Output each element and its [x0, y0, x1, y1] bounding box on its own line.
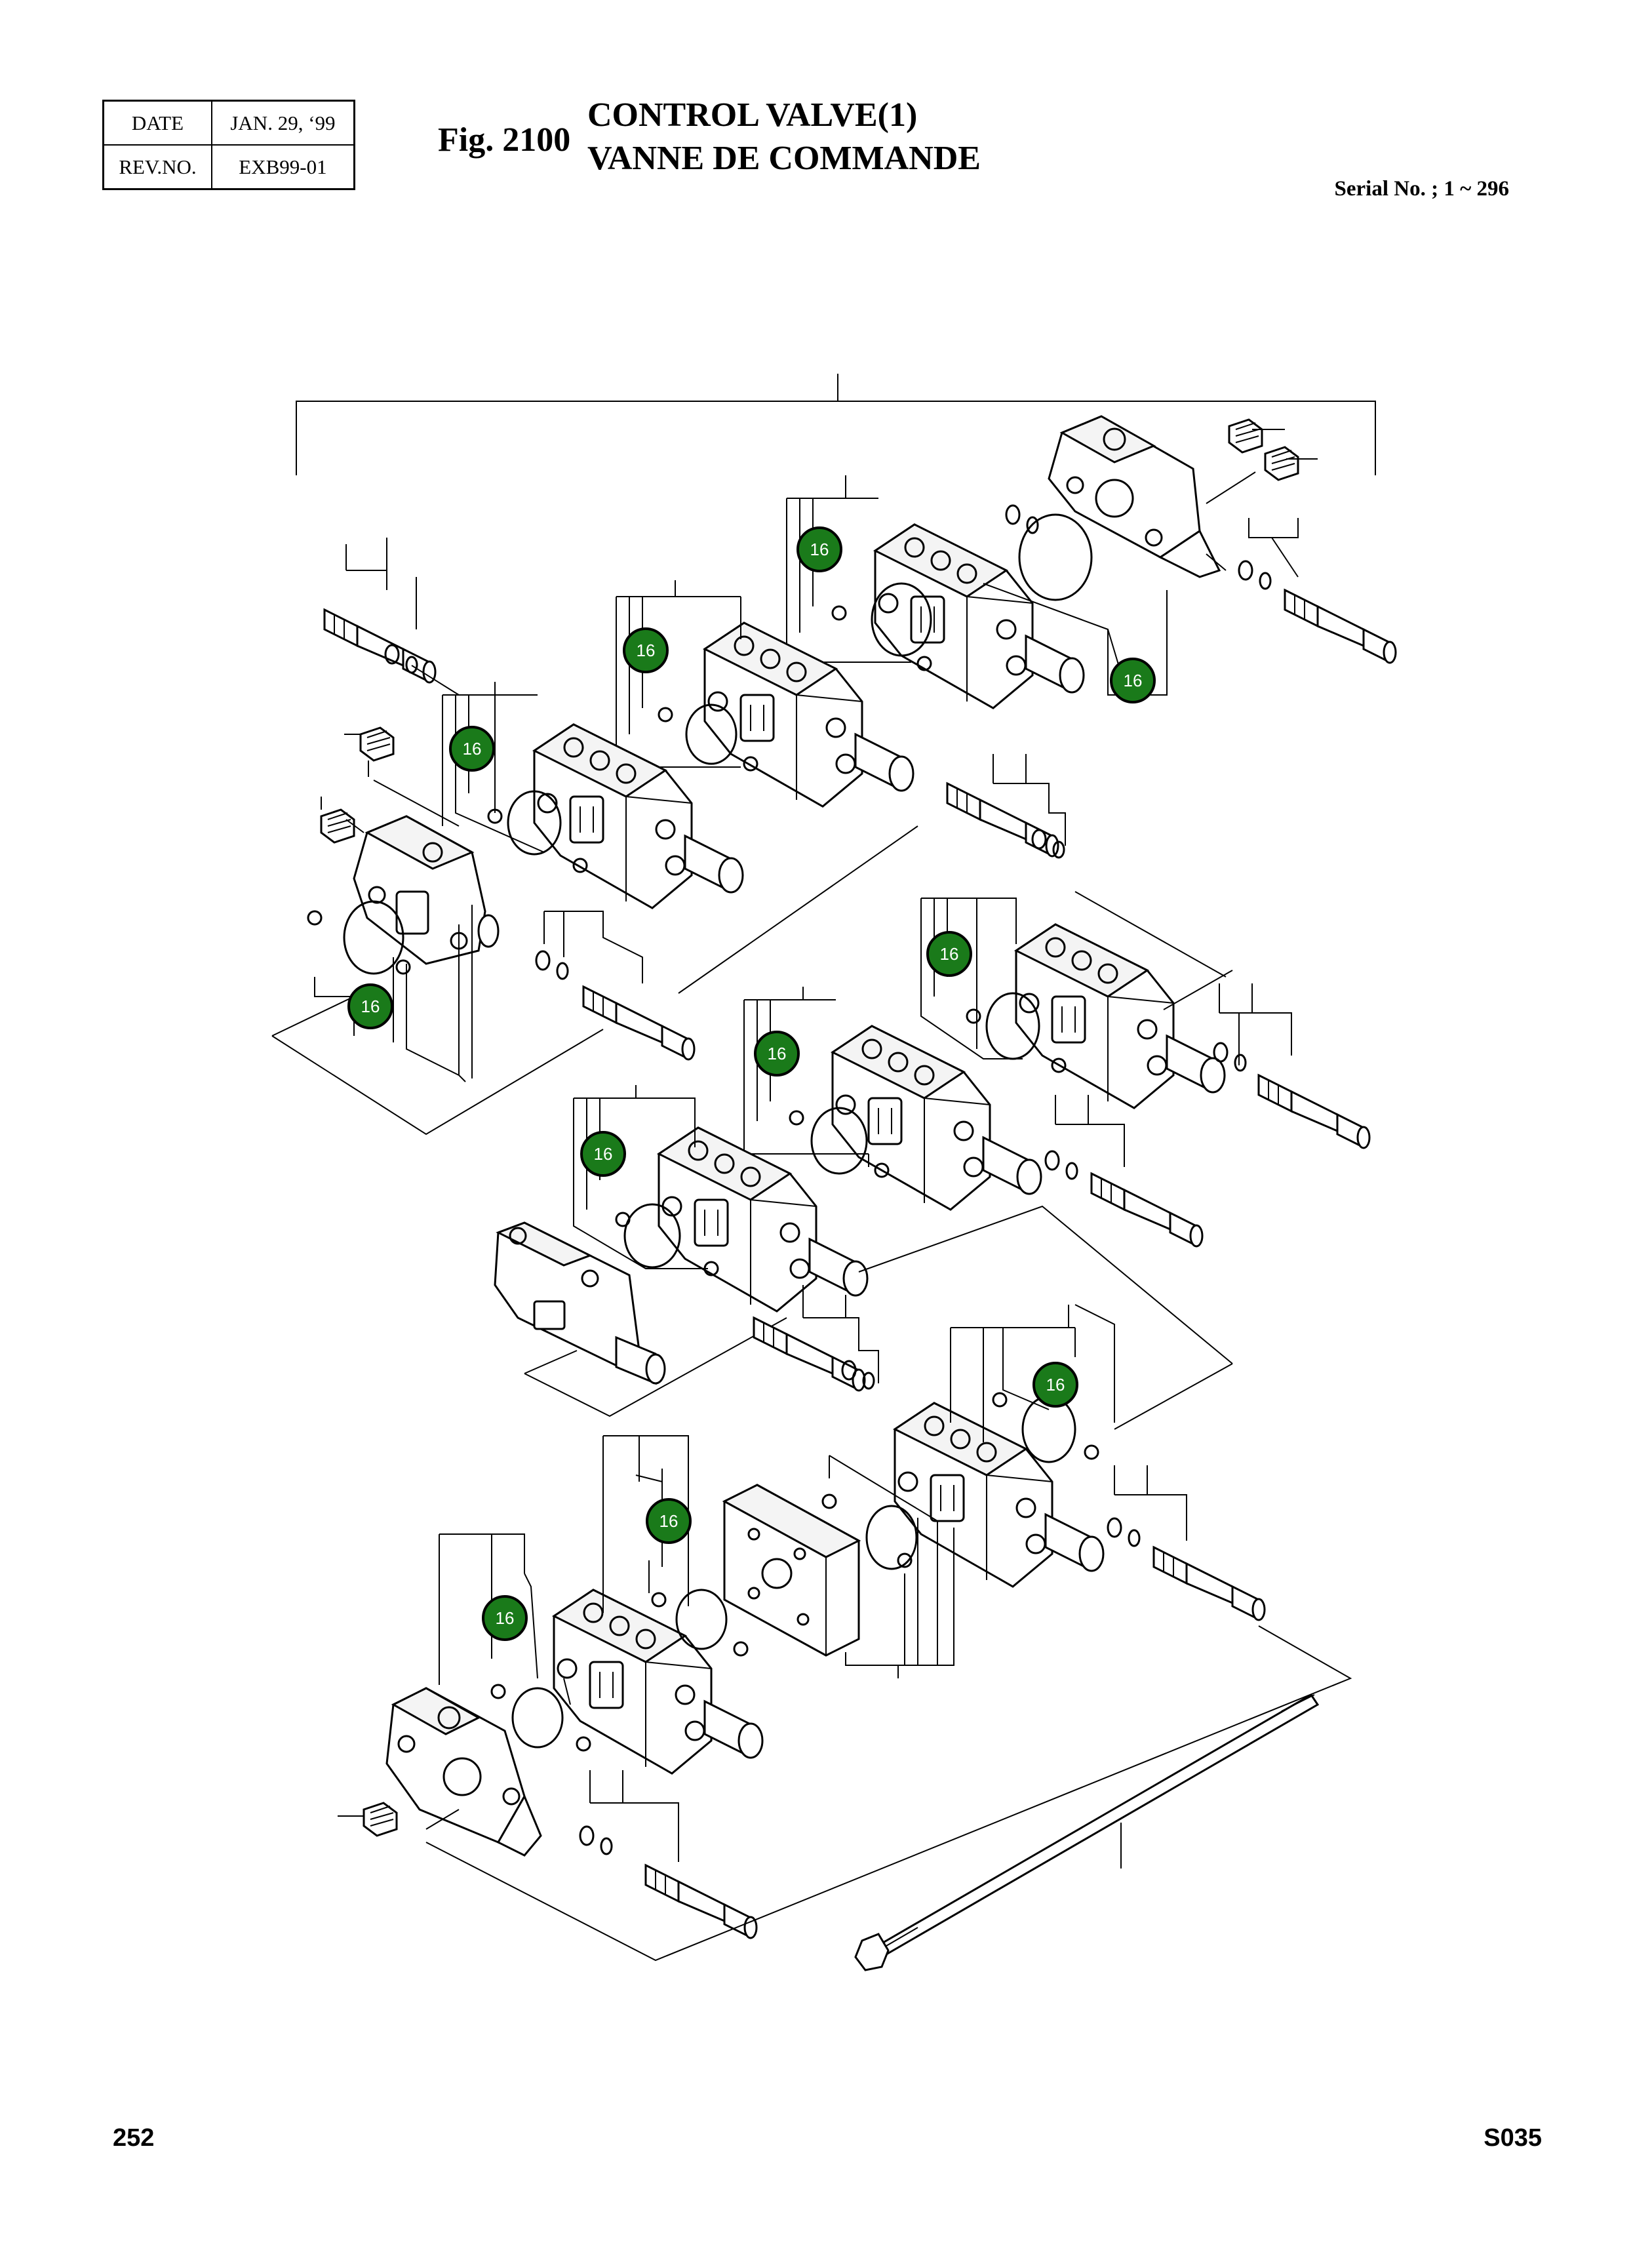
callout-label: 16: [496, 1608, 515, 1628]
tie-rod: [854, 1693, 1320, 1971]
rev-label: REV.NO.: [102, 144, 212, 190]
callout-label: 16: [463, 739, 482, 759]
o-ring-pair: [535, 950, 569, 980]
end-cover-left: [353, 815, 500, 965]
valve-section-8: [553, 1589, 764, 1775]
callout-label: 16: [810, 540, 829, 559]
callout-16-badge: 16: [482, 1595, 528, 1641]
valve-section-1: [874, 523, 1085, 709]
callout-16-badge: 16: [754, 1031, 800, 1077]
revision-table: DATE JAN. 29, ‘99 REV.NO. EXB99-01: [102, 100, 355, 190]
callout-badges: 16 16 16 16 16 16 16 16 16 16 16: [347, 526, 1156, 1641]
relief-plug-right: [946, 782, 1059, 858]
relief-plug: [1257, 1074, 1371, 1149]
valve-section-2: [703, 622, 914, 808]
callout-16-badge: 16: [623, 627, 669, 673]
callout-label: 16: [361, 997, 380, 1016]
figure-title-french: VANNE DE COMMANDE: [587, 140, 981, 177]
valve-section-3: [533, 723, 744, 909]
serial-range: Serial No. ; 1 ~ 296: [1334, 177, 1509, 201]
o-ring-pair: [579, 1825, 613, 1855]
plug-cap-bottom: [363, 1802, 398, 1837]
valve-section-7: [894, 1402, 1105, 1588]
relief-plug: [644, 1864, 758, 1939]
document-code: S035: [1484, 2124, 1542, 2152]
figure-number: Fig. 2100: [438, 121, 571, 159]
relief-plug-left: [323, 608, 437, 684]
date-value: JAN. 29, ‘99: [210, 100, 355, 146]
plug-cap: [359, 726, 395, 762]
valve-section-6: [658, 1126, 869, 1313]
callout-label: 16: [1124, 671, 1143, 690]
callout-16-badge: 16: [449, 726, 495, 772]
o-ring-pair: [1005, 504, 1039, 534]
end-cover-bottom: [385, 1687, 542, 1857]
callout-label: 16: [637, 641, 656, 660]
callout-16-badge: 16: [347, 983, 393, 1029]
page-number: 252: [113, 2124, 155, 2152]
callout-label: 16: [594, 1144, 613, 1164]
relief-plug: [1090, 1172, 1204, 1248]
relief-plug: [582, 985, 696, 1061]
date-label: DATE: [102, 100, 212, 146]
relief-plug: [1284, 589, 1397, 664]
inlet-section: [494, 1221, 666, 1385]
o-ring-pair: [1238, 560, 1272, 590]
relief-plug: [1152, 1546, 1266, 1621]
valve-section-4: [1015, 923, 1226, 1109]
main-assembly-bracket: [296, 374, 1376, 475]
spacer-block: [722, 1484, 861, 1657]
o-ring-pair: [1107, 1517, 1141, 1547]
plug-cap-1: [1228, 418, 1263, 454]
rev-value: EXB99-01: [210, 144, 355, 190]
callout-16-badge: 16: [1032, 1362, 1078, 1408]
callout-label: 16: [1046, 1375, 1065, 1394]
callout-16-badge: 16: [926, 931, 972, 977]
callout-label: 16: [659, 1511, 678, 1531]
o-ring-pair: [1044, 1150, 1078, 1180]
o-ring-large: [1018, 513, 1093, 601]
end-cover-top: [1048, 415, 1221, 578]
plug-cap-2: [1264, 446, 1299, 481]
callout-16-badge: 16: [646, 1498, 692, 1544]
plug-cap: [320, 808, 355, 844]
callout-label: 16: [768, 1044, 787, 1063]
callout-16-badge: 16: [796, 526, 842, 572]
callout-16-badge: 16: [1110, 658, 1156, 703]
valve-section-5: [831, 1025, 1042, 1211]
callout-label: 16: [940, 944, 959, 964]
figure-title-english: CONTROL VALVE(1): [587, 96, 918, 134]
callout-16-badge: 16: [580, 1131, 626, 1177]
